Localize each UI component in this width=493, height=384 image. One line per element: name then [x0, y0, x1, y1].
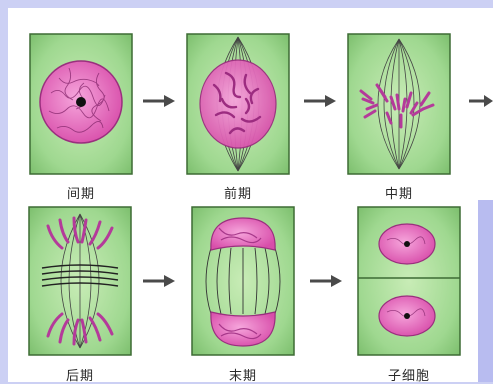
stage-label: 间期 [26, 183, 136, 202]
stage-label: 后期 [25, 365, 135, 384]
nucleolus [76, 97, 86, 107]
anaphase-cell [28, 206, 132, 356]
metaphase-cell [347, 33, 451, 175]
stage-label: 子细胞 [354, 365, 464, 384]
right-arrow-icon [468, 94, 493, 108]
right-arrow-icon [142, 274, 176, 288]
stage-label: 末期 [188, 365, 298, 384]
stage-label: 前期 [183, 183, 293, 202]
telophase-cell [191, 206, 295, 356]
interphase-cell [29, 33, 133, 175]
daughter-cells [357, 206, 461, 356]
nucleolus [404, 313, 410, 319]
background-band [478, 200, 493, 382]
prophase-cell [186, 33, 290, 175]
right-arrow-icon [142, 94, 176, 108]
nucleus [200, 60, 276, 148]
right-arrow-icon [303, 94, 337, 108]
right-arrow-icon [309, 274, 343, 288]
nucleolus [404, 241, 410, 247]
stage-label: 中期 [344, 183, 454, 202]
